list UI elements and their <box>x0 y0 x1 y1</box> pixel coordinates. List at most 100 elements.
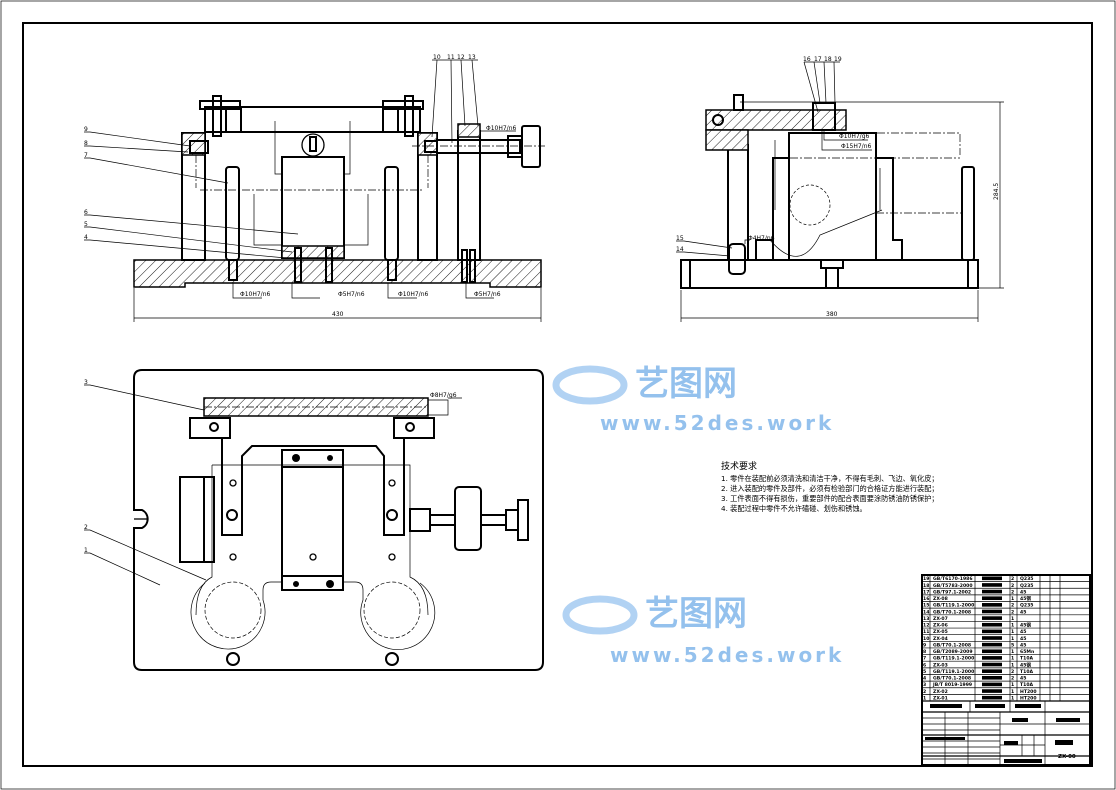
parts-list-material: 45 <box>1020 676 1026 682</box>
fit-annotation: Φ10H7/n6 <box>240 291 271 298</box>
parts-list-no: 12 <box>923 623 929 629</box>
clamp-bar <box>204 106 421 133</box>
left-support-section <box>181 132 206 156</box>
parts-list-row: 12 ZX-06 1 45钢 <box>922 622 1090 629</box>
parts-list-code: GB/T97.1-2002 <box>933 589 971 595</box>
balloon-12: 12 <box>457 54 465 61</box>
parts-list-qty: 1 <box>1011 629 1014 635</box>
base-plate-section <box>133 259 542 288</box>
knob <box>521 125 541 168</box>
parts-list-code: JB/T 8019-1999 <box>932 682 972 688</box>
workpiece-block <box>281 156 345 259</box>
balloon-18: 18 <box>824 56 832 63</box>
screw-support <box>457 130 481 261</box>
parts-list-material: 45 <box>1020 642 1026 648</box>
watermark-logo-text: 艺图网 <box>645 594 747 634</box>
swing-arm-section <box>705 109 847 131</box>
balloon-13: 13 <box>468 54 476 61</box>
parts-list-no: 11 <box>923 629 929 635</box>
balloon-3: 3 <box>84 379 88 386</box>
balloon-15: 15 <box>676 235 684 242</box>
balloon-16: 16 <box>803 56 811 63</box>
parts-list-qty: 2 <box>1011 609 1014 615</box>
width-dimension: 430 <box>332 311 344 318</box>
parts-list-code: GB/T2089-2009 <box>933 649 973 655</box>
parts-list-code: GB/T70.1-2008 <box>933 609 971 615</box>
fit-annotation: Φ5H7/n6 <box>338 291 365 298</box>
parts-list-code: GB/T6170-1986 <box>933 576 973 582</box>
parts-list-row: 13 ZX-07 1 <box>922 616 1090 622</box>
parts-list-material: HT200 <box>1020 696 1037 702</box>
parts-list-material: 45 <box>1020 636 1026 642</box>
parts-list-qty: 1 <box>1011 696 1014 702</box>
hinge-block-left <box>189 417 231 439</box>
parts-list-code: ZX-06 <box>933 623 948 629</box>
parts-list-code: GB/T70.1-2008 <box>933 676 971 682</box>
parts-list-qty: 1 <box>1011 662 1014 668</box>
balloon-11: 11 <box>447 54 455 61</box>
parts-list-code: ZX-07 <box>933 616 948 622</box>
parts-list-material: Q235 <box>1020 603 1034 609</box>
hinge-block-right <box>393 417 435 439</box>
drawing-number: ZX-00 <box>1058 754 1076 760</box>
parts-list-qty: 1 <box>1011 623 1014 629</box>
height-dimension: 284.5 <box>993 183 1000 200</box>
parts-list-no: 17 <box>923 589 929 595</box>
balloon-17: 17 <box>814 56 822 63</box>
parts-list-qty: 1 <box>1011 689 1014 695</box>
parts-list-qty: 1 <box>1011 616 1014 622</box>
balloon-9: 9 <box>84 126 88 133</box>
watermark: 艺图网 www.52des.work 艺图网 www.52des.work <box>552 364 841 667</box>
parts-list-no: 5 <box>923 669 926 675</box>
parts-list-material: T10A <box>1020 682 1034 688</box>
parts-list-no: 2 <box>923 689 926 695</box>
parts-list-material: 45钢 <box>1020 622 1031 629</box>
hinge-pin <box>712 114 724 126</box>
side-stop <box>179 476 215 563</box>
parts-list-material: 45 <box>1020 629 1026 635</box>
parts-list-qty: 1 <box>1011 656 1014 662</box>
balloon-2: 2 <box>84 524 88 531</box>
parts-list-code: ZX-01 <box>933 696 948 702</box>
parts-list-no: 13 <box>923 616 929 622</box>
parts-list-code: ZX-05 <box>933 629 948 635</box>
balloon-6: 6 <box>84 209 88 216</box>
balloon-1: 1 <box>84 547 88 554</box>
parts-list-material: T10A <box>1020 669 1034 675</box>
parts-list-no: 1 <box>923 696 926 702</box>
side-locating-pin <box>961 166 975 261</box>
mounting-hole <box>385 652 399 666</box>
parts-list-no: 15 <box>923 603 929 609</box>
parts-list-code: GB/T5783-2000 <box>933 583 973 589</box>
requirements-title: 技术要求 <box>721 460 757 472</box>
clamp-plate <box>281 449 344 591</box>
parts-list-qty: 2 <box>1011 676 1014 682</box>
fit-annotation: Φ10H7/n6 <box>486 125 517 132</box>
parts-list-qty: 1 <box>1011 596 1014 602</box>
fit-annotation: Φ10H7/g6 <box>839 133 870 140</box>
parts-list-no: 8 <box>923 649 926 655</box>
parts-list-no: 19 <box>923 576 929 582</box>
mounting-hole <box>226 652 240 666</box>
requirement-item: 1. 零件在装配前必须清洗和清洁干净，不得有毛刺、飞边、氧化皮； <box>721 474 939 483</box>
parts-list-code: GB/T119.1-2000 <box>933 603 974 609</box>
parts-list-qty: 1 <box>1011 636 1014 642</box>
clamp-bolt-right <box>404 95 414 137</box>
fit-annotation: Φ15H7/n6 <box>841 143 872 150</box>
fit-annotation: Φ8H7/g6 <box>430 392 457 399</box>
parts-list-no: 4 <box>923 676 926 682</box>
parts-list-no: 18 <box>923 583 929 589</box>
parts-list-code: GB/T119.1-2000 <box>933 669 974 675</box>
clamp-bolt-left <box>212 95 222 137</box>
